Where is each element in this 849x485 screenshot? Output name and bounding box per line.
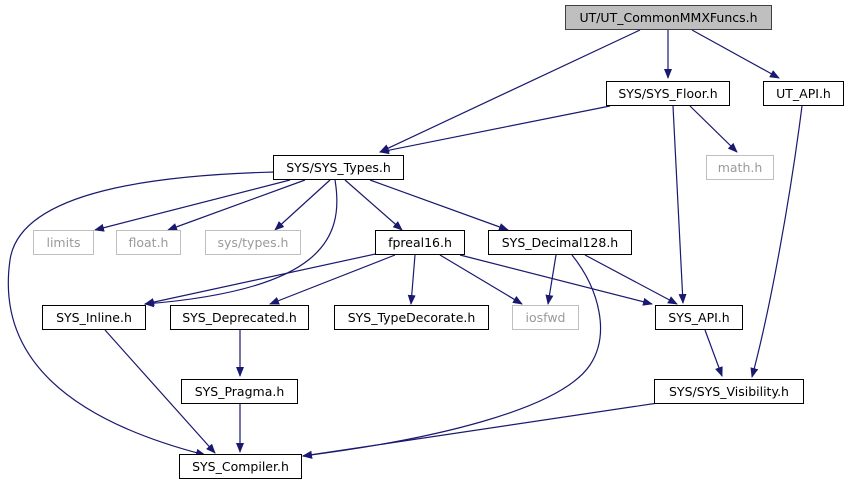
edge-fpreal16-to-sys-api bbox=[459, 254, 653, 306]
edge-sys-types-to-fpreal16 bbox=[344, 179, 403, 231]
edge-fpreal16-to-sys-typedecorate bbox=[407, 254, 416, 305]
edge-sys-decimal128-to-sys-compiler bbox=[302, 254, 602, 459]
node-ut-api[interactable]: UT_API.h bbox=[763, 81, 844, 106]
node-sys-types-h: sys/types.h bbox=[205, 230, 301, 255]
edge-sys-types-to-limits bbox=[94, 179, 291, 232]
node-sys-api[interactable]: SYS_API.h bbox=[655, 305, 743, 330]
edge-fpreal16-to-iosfwd bbox=[439, 254, 523, 305]
edge-fpreal16-to-sys-inline bbox=[144, 252, 381, 307]
edge-root-to-ut-api bbox=[691, 29, 780, 79]
node-float: float.h bbox=[116, 230, 181, 255]
node-sys-pragma[interactable]: SYS_Pragma.h bbox=[181, 379, 298, 404]
node-sys-types[interactable]: SYS/SYS_Types.h bbox=[273, 155, 404, 180]
edge-sys-decimal128-to-iosfwd bbox=[545, 254, 557, 305]
edge-sys-api-to-sys-visibility bbox=[704, 329, 723, 377]
node-sys-deprecated[interactable]: SYS_Deprecated.h bbox=[170, 305, 309, 330]
edge-sys-inline-to-sys-compiler bbox=[104, 329, 216, 454]
edge-sys-types-to-sys-inline bbox=[144, 179, 338, 308]
edge-sys-types-to-sys-decimal128 bbox=[369, 179, 509, 231]
node-sys-inline[interactable]: SYS_Inline.h bbox=[42, 305, 146, 330]
node-iosfwd: iosfwd bbox=[512, 305, 579, 330]
edge-sys-floor-to-sys-types bbox=[379, 105, 611, 155]
node-sys-decimal128[interactable]: SYS_Decimal128.h bbox=[488, 230, 632, 255]
node-math: math.h bbox=[706, 155, 774, 180]
edge-sys-floor-to-math bbox=[689, 105, 738, 153]
edge-root-to-sys-types bbox=[379, 29, 641, 153]
edge-sys-visibility-to-sys-compiler bbox=[302, 402, 659, 459]
edge-sys-decimal128-to-sys-api bbox=[584, 254, 678, 305]
edge-sys-types-to-sys-compiler bbox=[7, 171, 276, 457]
node-ut-commonmmxfuncs: UT/UT_CommonMMXFuncs.h bbox=[565, 5, 772, 30]
node-fpreal16[interactable]: fpreal16.h bbox=[375, 230, 465, 255]
edge-sys-floor-to-sys-api bbox=[672, 105, 687, 304]
edge-sys-types-to-sys-types-h bbox=[274, 179, 331, 231]
node-sys-visibility[interactable]: SYS/SYS_Visibility.h bbox=[654, 379, 804, 404]
edge-ut-api-to-sys-visibility bbox=[750, 105, 803, 378]
node-sys-compiler[interactable]: SYS_Compiler.h bbox=[179, 454, 302, 479]
node-sys-floor[interactable]: SYS/SYS_Floor.h bbox=[606, 81, 730, 106]
node-limits: limits bbox=[33, 230, 94, 255]
edge-sys-types-to-float bbox=[167, 179, 306, 231]
edge-fpreal16-to-sys-deprecated bbox=[269, 254, 396, 305]
node-sys-typedecorate[interactable]: SYS_TypeDecorate.h bbox=[334, 305, 489, 330]
